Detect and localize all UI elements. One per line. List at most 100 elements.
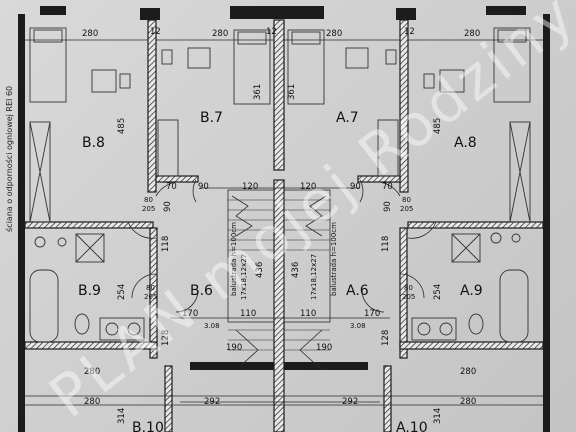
dim-label: 70 [166,182,177,192]
wall-b7-bottom-left [155,175,199,183]
room-a10: A.10 [396,420,428,432]
dim-label: 485 [433,118,443,134]
shower-b9 [75,233,105,263]
wall-b10-right [164,365,173,432]
room-b8: B.8 [82,135,105,151]
dim-label: 292 [342,397,358,407]
desk-a7 [345,47,369,69]
dim-label: 280 [460,367,476,377]
wall-right [543,14,550,432]
dim-label: 90 [198,182,209,192]
staircase [227,189,331,371]
stairs-spec: 17x18,12x27 [240,254,248,300]
wall-top-3 [230,6,324,19]
dim-label: 280 [84,367,100,377]
dimension-text: 280 12 280 12 280 12 280 485 485 361 361… [82,27,480,424]
room-a7: A.7 [336,110,359,126]
desk-b8 [91,69,117,93]
dim-label: 280 [460,397,476,407]
dim-label: 361 [287,84,297,100]
toilet-a9 [468,313,484,335]
wall-top-2 [140,8,160,20]
room-b9: B.9 [78,283,101,299]
dim-label: 280 [326,29,342,39]
dim-label: 110 [240,309,256,319]
wall-a10-left [383,365,392,432]
door-a7 [371,181,401,197]
washer-a9 [490,232,502,244]
dim-label: 170 [364,309,380,319]
dim-label: 190 [226,343,242,353]
door-a9 [399,273,425,299]
wall-corridor-right [284,362,368,370]
room-a8: A.8 [454,135,477,151]
bed-a7 [287,29,325,105]
dim-label: 190 [316,343,332,353]
dim-label: 12 [150,27,161,37]
dim-label: 292 [204,397,220,407]
bathtub-a9 [499,269,529,343]
dim-label: 12 [404,27,415,37]
bed-a8 [493,27,531,103]
door-b6 [175,289,199,313]
wardrobe-a8 [509,121,531,223]
dim-label: 254 [433,284,443,300]
door-size: 80 [404,284,413,292]
dim-label: 118 [381,236,391,252]
door-size: 80 [146,284,155,292]
wardrobe-b7 [157,119,179,177]
dim-label: 280 [84,397,100,407]
shower-a9 [451,233,481,263]
wall-top-4 [396,8,416,20]
door-b9 [131,273,157,299]
bed-b7 [233,29,271,105]
dim-label: 280 [212,29,228,39]
desk-a8 [439,69,465,93]
room-b7: B.7 [200,110,223,126]
dim-label: 70 [382,182,393,192]
partition-b8-b7 [147,19,157,193]
dim-label: 90 [163,201,173,212]
door-size: 80 [402,196,411,204]
wall-corridor-left [190,362,274,370]
bathtub-b9 [29,269,59,343]
wall-left [18,14,25,432]
walls [18,6,550,432]
dim-label: 436 [291,262,301,278]
dim-label: 170 [182,309,198,319]
dim-label: 110 [300,309,316,319]
dimension-lines [25,39,543,406]
door-b8 [127,221,157,239]
dim-label: 120 [300,182,316,192]
partition-b7-a7 [273,19,285,171]
dim-label: 90 [350,182,361,192]
wall-b9-bottom [24,341,158,350]
dim-label: 314 [433,408,443,424]
furniture [29,27,531,343]
door-size: 205 [400,205,413,213]
sink-b9 [99,317,145,341]
wall-a9-bottom [399,341,544,350]
toilet-b9 [74,313,90,335]
dim-label: 128 [161,330,171,346]
stairs-spec: 17x18,12x27 [310,254,318,300]
doors [127,179,437,313]
stairs-right-run [283,189,331,323]
fire-wall-note: ściana o odporności ogniowej REI 60 [4,86,14,232]
door-a6-top [359,179,364,203]
room-a9: A.9 [460,283,483,299]
room-b10: B.10 [132,420,164,432]
wall-a8-bottom [407,221,544,229]
dim-label: 12 [266,27,277,37]
dim-label: 90 [383,201,393,212]
partition-a7-a8 [399,19,409,193]
wardrobe-a7 [377,119,399,177]
wall-a9-left [399,227,408,359]
balustrade-note: balustrada h=100cm [230,222,238,296]
door-size: 205 [142,205,155,213]
dim-label: 280 [464,29,480,39]
desk-b7 [187,47,211,69]
wall-b9-right [149,227,158,359]
